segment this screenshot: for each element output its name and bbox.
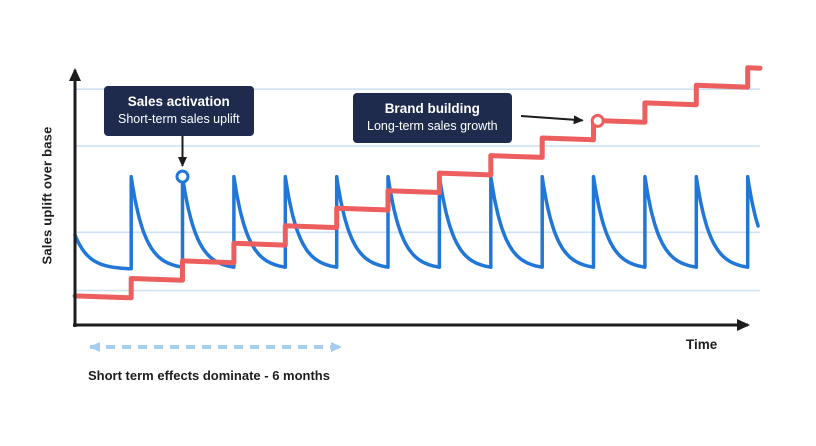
annotation-sales-activation: Sales activation Short-term sales uplift <box>104 86 254 136</box>
annotation-brand-building-subtitle: Long-term sales growth <box>367 118 498 135</box>
annotation-sales-activation-title: Sales activation <box>118 93 240 111</box>
annotation-brand-building-title: Brand building <box>367 100 498 118</box>
y-axis-label: Sales uplift over base <box>40 96 55 296</box>
annotation-brand-building: Brand building Long-term sales growth <box>353 93 512 143</box>
annotation-sales-activation-subtitle: Short-term sales uplift <box>118 111 240 128</box>
brand-connector-arrow <box>521 116 583 120</box>
short-term-caption: Short term effects dominate - 6 months <box>88 368 330 383</box>
brand-point-marker <box>592 115 603 126</box>
x-axis-label: Time <box>686 337 717 352</box>
activation-point-marker <box>177 171 188 182</box>
